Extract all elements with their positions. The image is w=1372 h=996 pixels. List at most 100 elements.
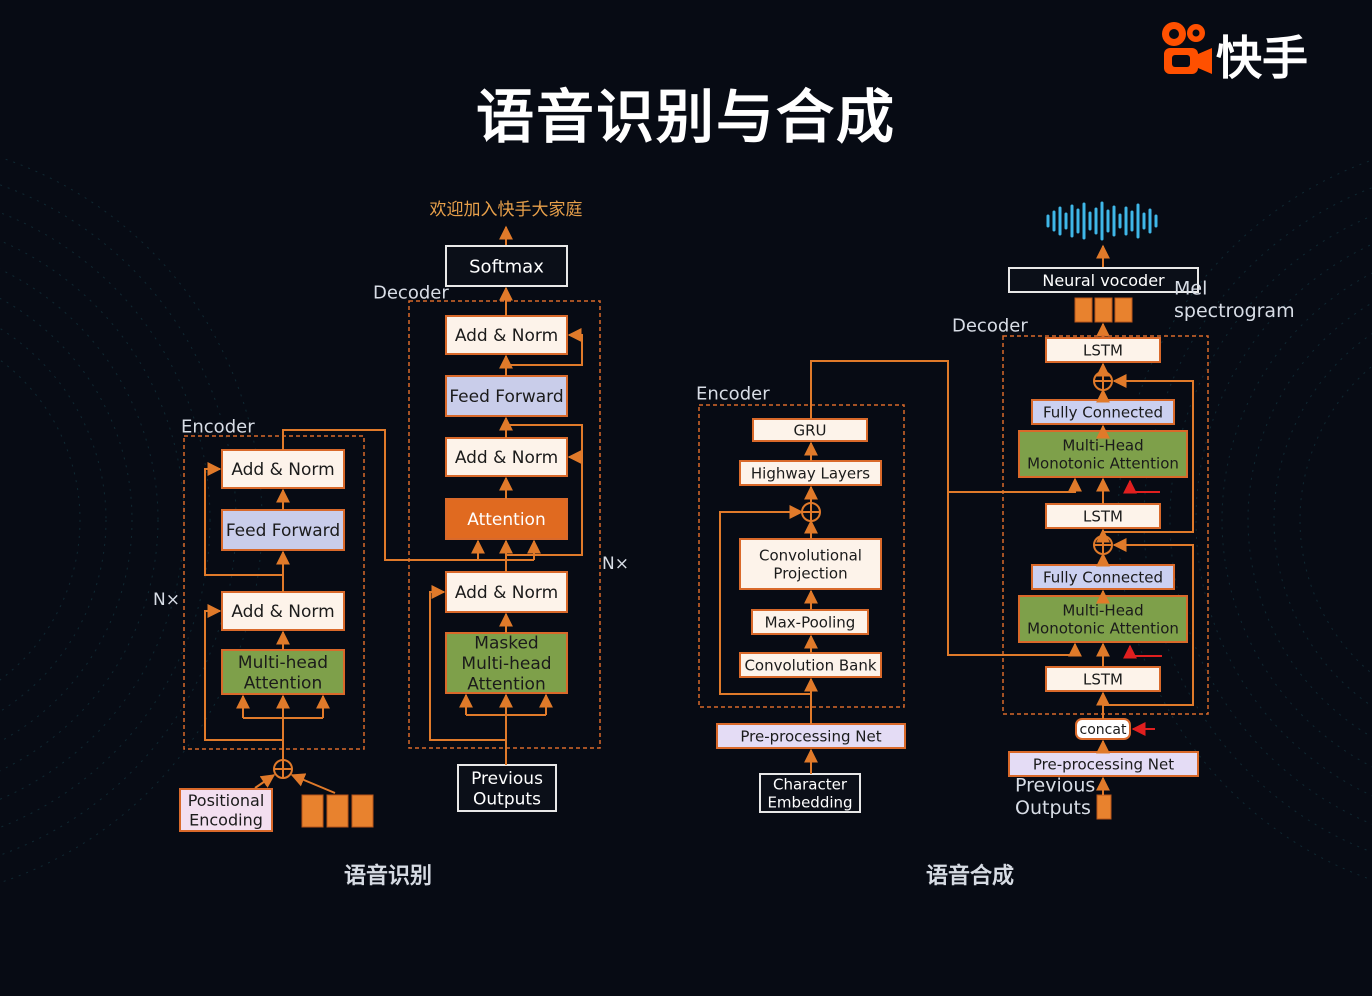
asr-positional-encoding-frame <box>179 788 273 832</box>
tts-decoder-region <box>1002 335 1209 715</box>
arrow-mel-to-add <box>290 773 336 794</box>
asr-dec-add-norm-mid-frame <box>445 437 568 477</box>
asr-decoder-repeat-label: N× <box>602 554 629 574</box>
tts-encoder-label: Encoder <box>696 383 770 404</box>
asr-mel-input <box>301 794 374 828</box>
arrow-encoder-to-decoder <box>282 429 478 561</box>
tts-dec-prenet-label: Pre-processing Net <box>1033 755 1174 773</box>
tts-mma-top-frame <box>1018 430 1188 478</box>
tts-residual-top <box>1103 374 1194 533</box>
asr-dec-attention-label: Attention <box>467 510 545 530</box>
kuaishou-logo-icon <box>1162 22 1212 74</box>
residual-dec-top <box>506 328 583 366</box>
asr-dec-feed-forward-label: Feed Forward <box>449 387 563 407</box>
slide-title: 语音识别与合成 <box>475 83 896 151</box>
asr-enc-add-norm-bottom-frame <box>221 591 345 631</box>
tts-lstm-top: LSTM <box>1045 337 1161 363</box>
tts-max-pooling: Max-Pooling <box>751 609 869 635</box>
asr-enc-add-norm-top: Add & Norm <box>221 449 345 489</box>
asr-dec-add-norm-bottom-frame <box>445 571 568 613</box>
asr-previous-outputs-frame <box>457 764 557 812</box>
asr-encoder-region <box>183 435 365 750</box>
tts-previous-frame <box>1096 794 1112 820</box>
tts-enc-prenet-label: Pre-processing Net <box>740 727 881 745</box>
asr-enc-feed-forward: Feed Forward <box>221 509 345 551</box>
asr-dec-feed-forward: Feed Forward <box>445 375 568 417</box>
residual-enc-mha <box>204 604 283 741</box>
asr-caption: 语音识别 <box>344 864 433 889</box>
tts-gru-label: GRU <box>793 421 826 439</box>
tts-mma-bottom-frame <box>1018 595 1188 643</box>
tts-enc-prenet-frame <box>716 723 906 749</box>
tts-concat: concat <box>1075 718 1131 740</box>
asr-dec-add-norm-bottom: Add & Norm <box>445 571 568 613</box>
kuaishou-logo: 快手 <box>1158 18 1328 85</box>
asr-positional-add-icon <box>273 759 293 779</box>
asr-softmax-box: Softmax <box>445 245 568 287</box>
asr-dec-add-norm-bottom-label: Add & Norm <box>455 583 558 603</box>
tts-highway-layers: Highway Layers <box>739 460 882 486</box>
tts-lstm-mid: LSTM <box>1045 503 1161 529</box>
tts-lstm-top-frame <box>1045 337 1161 363</box>
tts-lstm-mid-frame <box>1045 503 1161 529</box>
mel-frame-cell <box>1074 297 1093 323</box>
asr-dec-add-norm-mid-label: Add & Norm <box>455 448 558 468</box>
tts-highway-layers-frame <box>739 460 882 486</box>
mel-frame-cell <box>301 794 324 828</box>
asr-enc-add-norm-bottom: Add & Norm <box>221 591 345 631</box>
residual-dec-masked <box>429 585 506 741</box>
tts-red-arrow-mma-top <box>1123 479 1160 494</box>
tts-encoder-residual <box>719 505 811 695</box>
kuaishou-logo-text: 快手 <box>1216 31 1308 85</box>
tts-fc-top-label: Fully Connected <box>1043 403 1163 421</box>
mel-frame-cell <box>351 794 374 828</box>
tts-max-pooling-label: Max-Pooling <box>765 613 856 631</box>
arrow-encoder-to-mma-top <box>948 477 1082 493</box>
mel-frame-cell <box>1114 297 1133 323</box>
asr-enc-add-norm-bottom-label: Add & Norm <box>231 602 334 622</box>
asr-enc-add-norm-top-frame <box>221 449 345 489</box>
asr-output-text: 欢迎加入快手大家庭 <box>430 200 583 220</box>
residual-dec-attn <box>506 457 583 556</box>
asr-enc-multi-head-attention-frame <box>221 649 345 695</box>
tts-add-top-icon <box>1093 371 1113 391</box>
tts-char-embedding-frame <box>759 773 861 813</box>
asr-enc-feed-forward-label: Feed Forward <box>226 521 340 541</box>
tts-max-pooling-frame <box>751 609 869 635</box>
tts-encoder-add-icon <box>801 502 821 522</box>
mel-frame-cell <box>326 794 349 828</box>
tts-conv-bank: Convolution Bank <box>739 652 882 678</box>
asr-dec-add-norm-top: Add & Norm <box>445 315 568 355</box>
tts-concat-label: concat <box>1080 722 1127 738</box>
tts-conv-projection-frame <box>739 538 882 590</box>
mel-frame-cell <box>1096 794 1112 820</box>
tts-caption: 语音合成 <box>926 864 1015 889</box>
asr-encoder-repeat-label: N× <box>153 590 180 610</box>
tts-enc-prenet: Pre-processing Net <box>716 723 906 749</box>
asr-decoder-label: Decoder <box>373 282 449 303</box>
mel-frame-cell <box>1094 297 1113 323</box>
waveform-icon <box>1046 201 1158 241</box>
tts-lstm-bottom-label: LSTM <box>1083 670 1123 688</box>
tts-highway-layers-label: Highway Layers <box>751 464 870 482</box>
asr-enc-add-norm-top-label: Add & Norm <box>231 460 334 480</box>
tts-fc-bottom-label: Fully Connected <box>1043 568 1163 586</box>
tts-neural-vocoder-label: Neural vocoder <box>1042 271 1165 290</box>
arrow-posenc-to-add <box>254 774 276 789</box>
tts-residual-bottom <box>1103 538 1194 706</box>
